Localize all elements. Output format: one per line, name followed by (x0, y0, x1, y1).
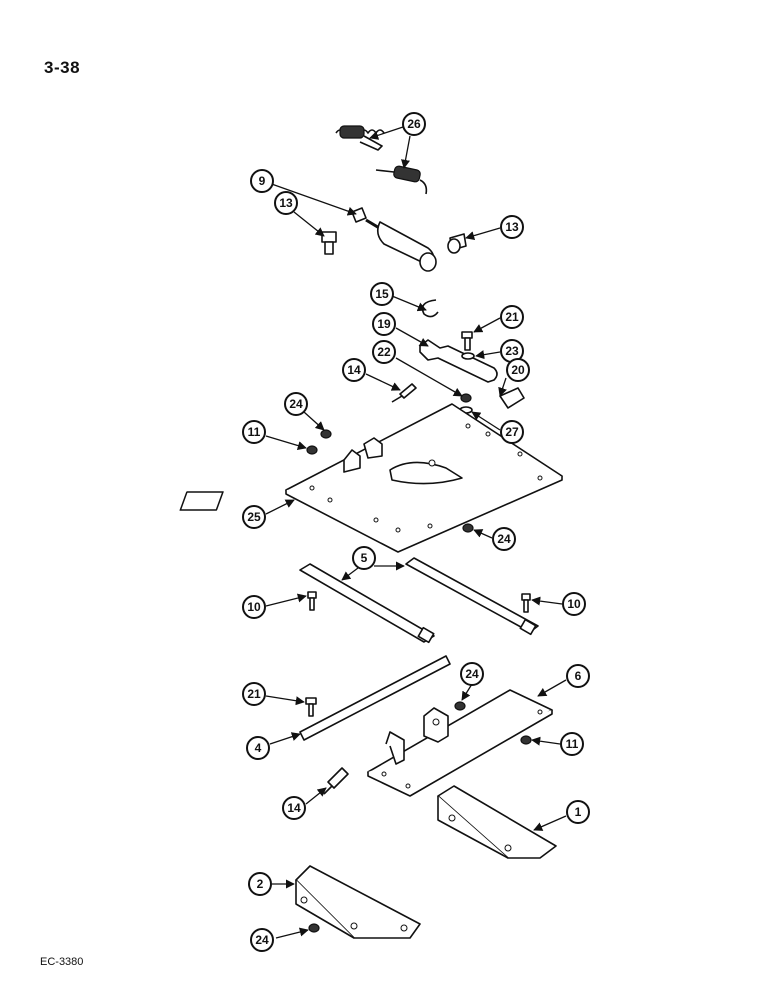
drawing-code: EC-3380 (40, 956, 84, 968)
svg-text:5: 5 (361, 551, 368, 565)
svg-text:24: 24 (465, 667, 479, 681)
top-plate (179, 403, 563, 553)
pin-14-upper (391, 383, 417, 403)
svg-text:13: 13 (279, 196, 293, 210)
svg-text:1: 1 (575, 805, 582, 819)
svg-text:11: 11 (566, 737, 579, 751)
svg-text:20: 20 (511, 363, 525, 377)
nut-11-a (306, 445, 318, 455)
callout-9: 9 (250, 169, 274, 193)
svg-text:4: 4 (255, 741, 262, 755)
pin-14-lower (323, 767, 349, 795)
nut-24-c (454, 701, 466, 711)
svg-text:13: 13 (505, 220, 519, 234)
bolt-10-right (521, 593, 531, 613)
mounting-plate (367, 689, 553, 797)
callout-23: 23 (500, 339, 524, 363)
callout-21-lower: 21 (242, 682, 266, 706)
callout-14-lower: 14 (282, 796, 306, 820)
retaining-clip (421, 299, 439, 318)
spring-lower (375, 165, 428, 195)
svg-text:24: 24 (255, 933, 269, 947)
bolt-21-lower (305, 697, 317, 717)
bolt-21-upper (461, 331, 473, 351)
svg-text:24: 24 (497, 532, 511, 546)
svg-text:9: 9 (259, 174, 266, 188)
callout-27: 27 (500, 420, 524, 444)
callout-5: 5 (352, 546, 376, 570)
lever (419, 339, 498, 383)
callout-2: 2 (248, 872, 272, 896)
callout-20: 20 (506, 358, 530, 382)
svg-text:21: 21 (505, 310, 519, 324)
svg-text:25: 25 (247, 510, 261, 524)
svg-text:15: 15 (375, 287, 389, 301)
bracket-2 (295, 865, 421, 939)
svg-text:14: 14 (287, 801, 301, 815)
svg-text:11: 11 (248, 425, 261, 439)
svg-text:24: 24 (289, 397, 303, 411)
nut-24-d (308, 923, 320, 933)
pin-left (321, 231, 337, 255)
svg-text:10: 10 (567, 597, 581, 611)
callout-24-a: 24 (284, 392, 308, 416)
callout-4: 4 (246, 736, 270, 760)
svg-text:10: 10 (247, 600, 261, 614)
leader-lines (265, 125, 567, 939)
callout-21-upper: 21 (500, 305, 524, 329)
gas-strut (351, 207, 437, 272)
bolt-10-left (307, 591, 317, 611)
callout-10-left: 10 (242, 595, 266, 619)
nut-11-b (520, 735, 532, 745)
bracket-1 (437, 785, 557, 859)
slide-rail-right (405, 557, 539, 636)
callout-14-upper: 14 (342, 358, 366, 382)
spring-upper (335, 125, 385, 151)
pin-right (447, 233, 467, 254)
bracket-20 (499, 387, 525, 409)
svg-text:6: 6 (575, 669, 582, 683)
callout-11-upper: 11 (242, 420, 266, 444)
callout-1: 1 (566, 800, 590, 824)
svg-text:19: 19 (377, 317, 391, 331)
callout-24-d: 24 (250, 928, 274, 952)
nut-24-b (462, 523, 474, 533)
nut-24-a (320, 429, 332, 439)
slide-rail-left (299, 563, 435, 644)
callout-26: 26 (402, 112, 426, 136)
callout-19: 19 (372, 312, 396, 336)
svg-text:27: 27 (505, 425, 519, 439)
callout-22: 22 (372, 340, 396, 364)
svg-text:2: 2 (257, 877, 264, 891)
callout-6: 6 (566, 664, 590, 688)
svg-text:26: 26 (407, 117, 421, 131)
washer (461, 352, 475, 360)
callout-13-right: 13 (500, 215, 524, 239)
callout-11-lower: 11 (560, 732, 584, 756)
callout-25: 25 (242, 505, 266, 529)
callout-24-c: 24 (460, 662, 484, 686)
bar-4 (299, 655, 451, 741)
nut-22 (460, 393, 472, 403)
callout-13-left: 13 (274, 191, 298, 215)
svg-text:23: 23 (505, 344, 519, 358)
page-number: 3-38 (44, 58, 81, 77)
callout-24-b: 24 (492, 527, 516, 551)
svg-text:14: 14 (347, 363, 361, 377)
svg-text:22: 22 (377, 345, 391, 359)
svg-text:21: 21 (247, 687, 261, 701)
callout-15: 15 (370, 282, 394, 306)
callout-10-right: 10 (562, 592, 586, 616)
